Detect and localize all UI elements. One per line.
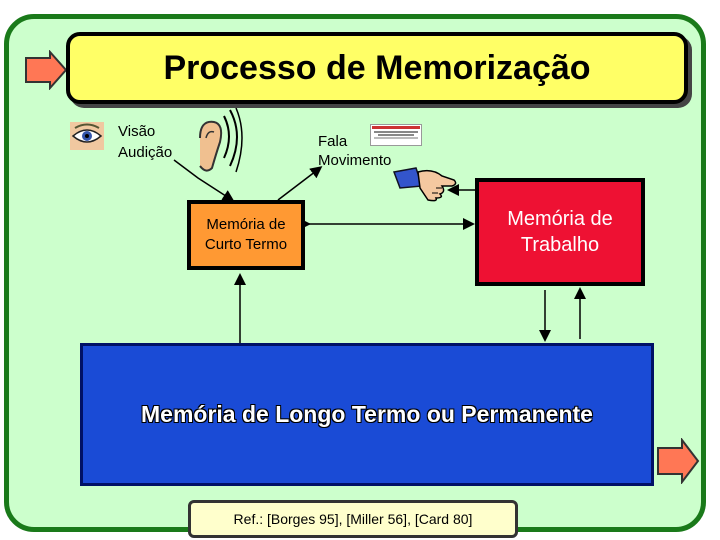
long-term-memory-label: Memória de Longo Termo ou Permanente (141, 401, 593, 427)
page-title: Processo de Memorização (163, 48, 591, 87)
eye-icon (70, 122, 104, 150)
hearing-label: Audição (118, 144, 173, 161)
movement-label: Movimento (318, 152, 392, 169)
hand-icon (392, 167, 457, 202)
working-memory-box: Memória de Trabalho (475, 178, 645, 286)
long-term-memory-box: Memória de Longo Termo ou Permanente (80, 343, 654, 486)
working-memory-label: Memória de Trabalho (507, 208, 613, 256)
title-box: Processo de Memorização (66, 32, 688, 104)
short-term-memory-box: Memória de Curto Termo (187, 200, 305, 270)
reference-text: Ref.: [Borges 95], [Miller 56], [Card 80… (233, 511, 473, 527)
reference-scroll: Ref.: [Borges 95], [Miller 56], [Card 80… (188, 500, 518, 538)
book-icon (370, 124, 422, 146)
short-term-memory-label: Memória de Curto Termo (204, 216, 288, 253)
right-arrow-icon (657, 438, 700, 484)
speech-label: Fala (318, 133, 348, 150)
vision-label: Visão (118, 123, 156, 140)
ear-icon (199, 108, 243, 173)
left-arrow-icon (25, 50, 68, 90)
